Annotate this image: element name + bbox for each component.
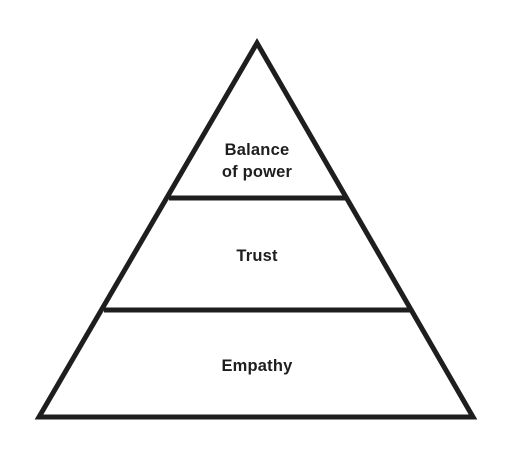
tier-top-label-line-1: Balance — [225, 141, 290, 159]
tier-top-label-line-2: of power — [222, 163, 293, 181]
tier-middle: Trust — [236, 247, 278, 265]
tier-bottom-label: Empathy — [221, 357, 293, 375]
tier-bottom: Empathy — [221, 357, 293, 375]
pyramid-outline — [34, 38, 478, 420]
tier-top: Balance of power — [222, 141, 293, 181]
tier-middle-label: Trust — [236, 247, 278, 265]
